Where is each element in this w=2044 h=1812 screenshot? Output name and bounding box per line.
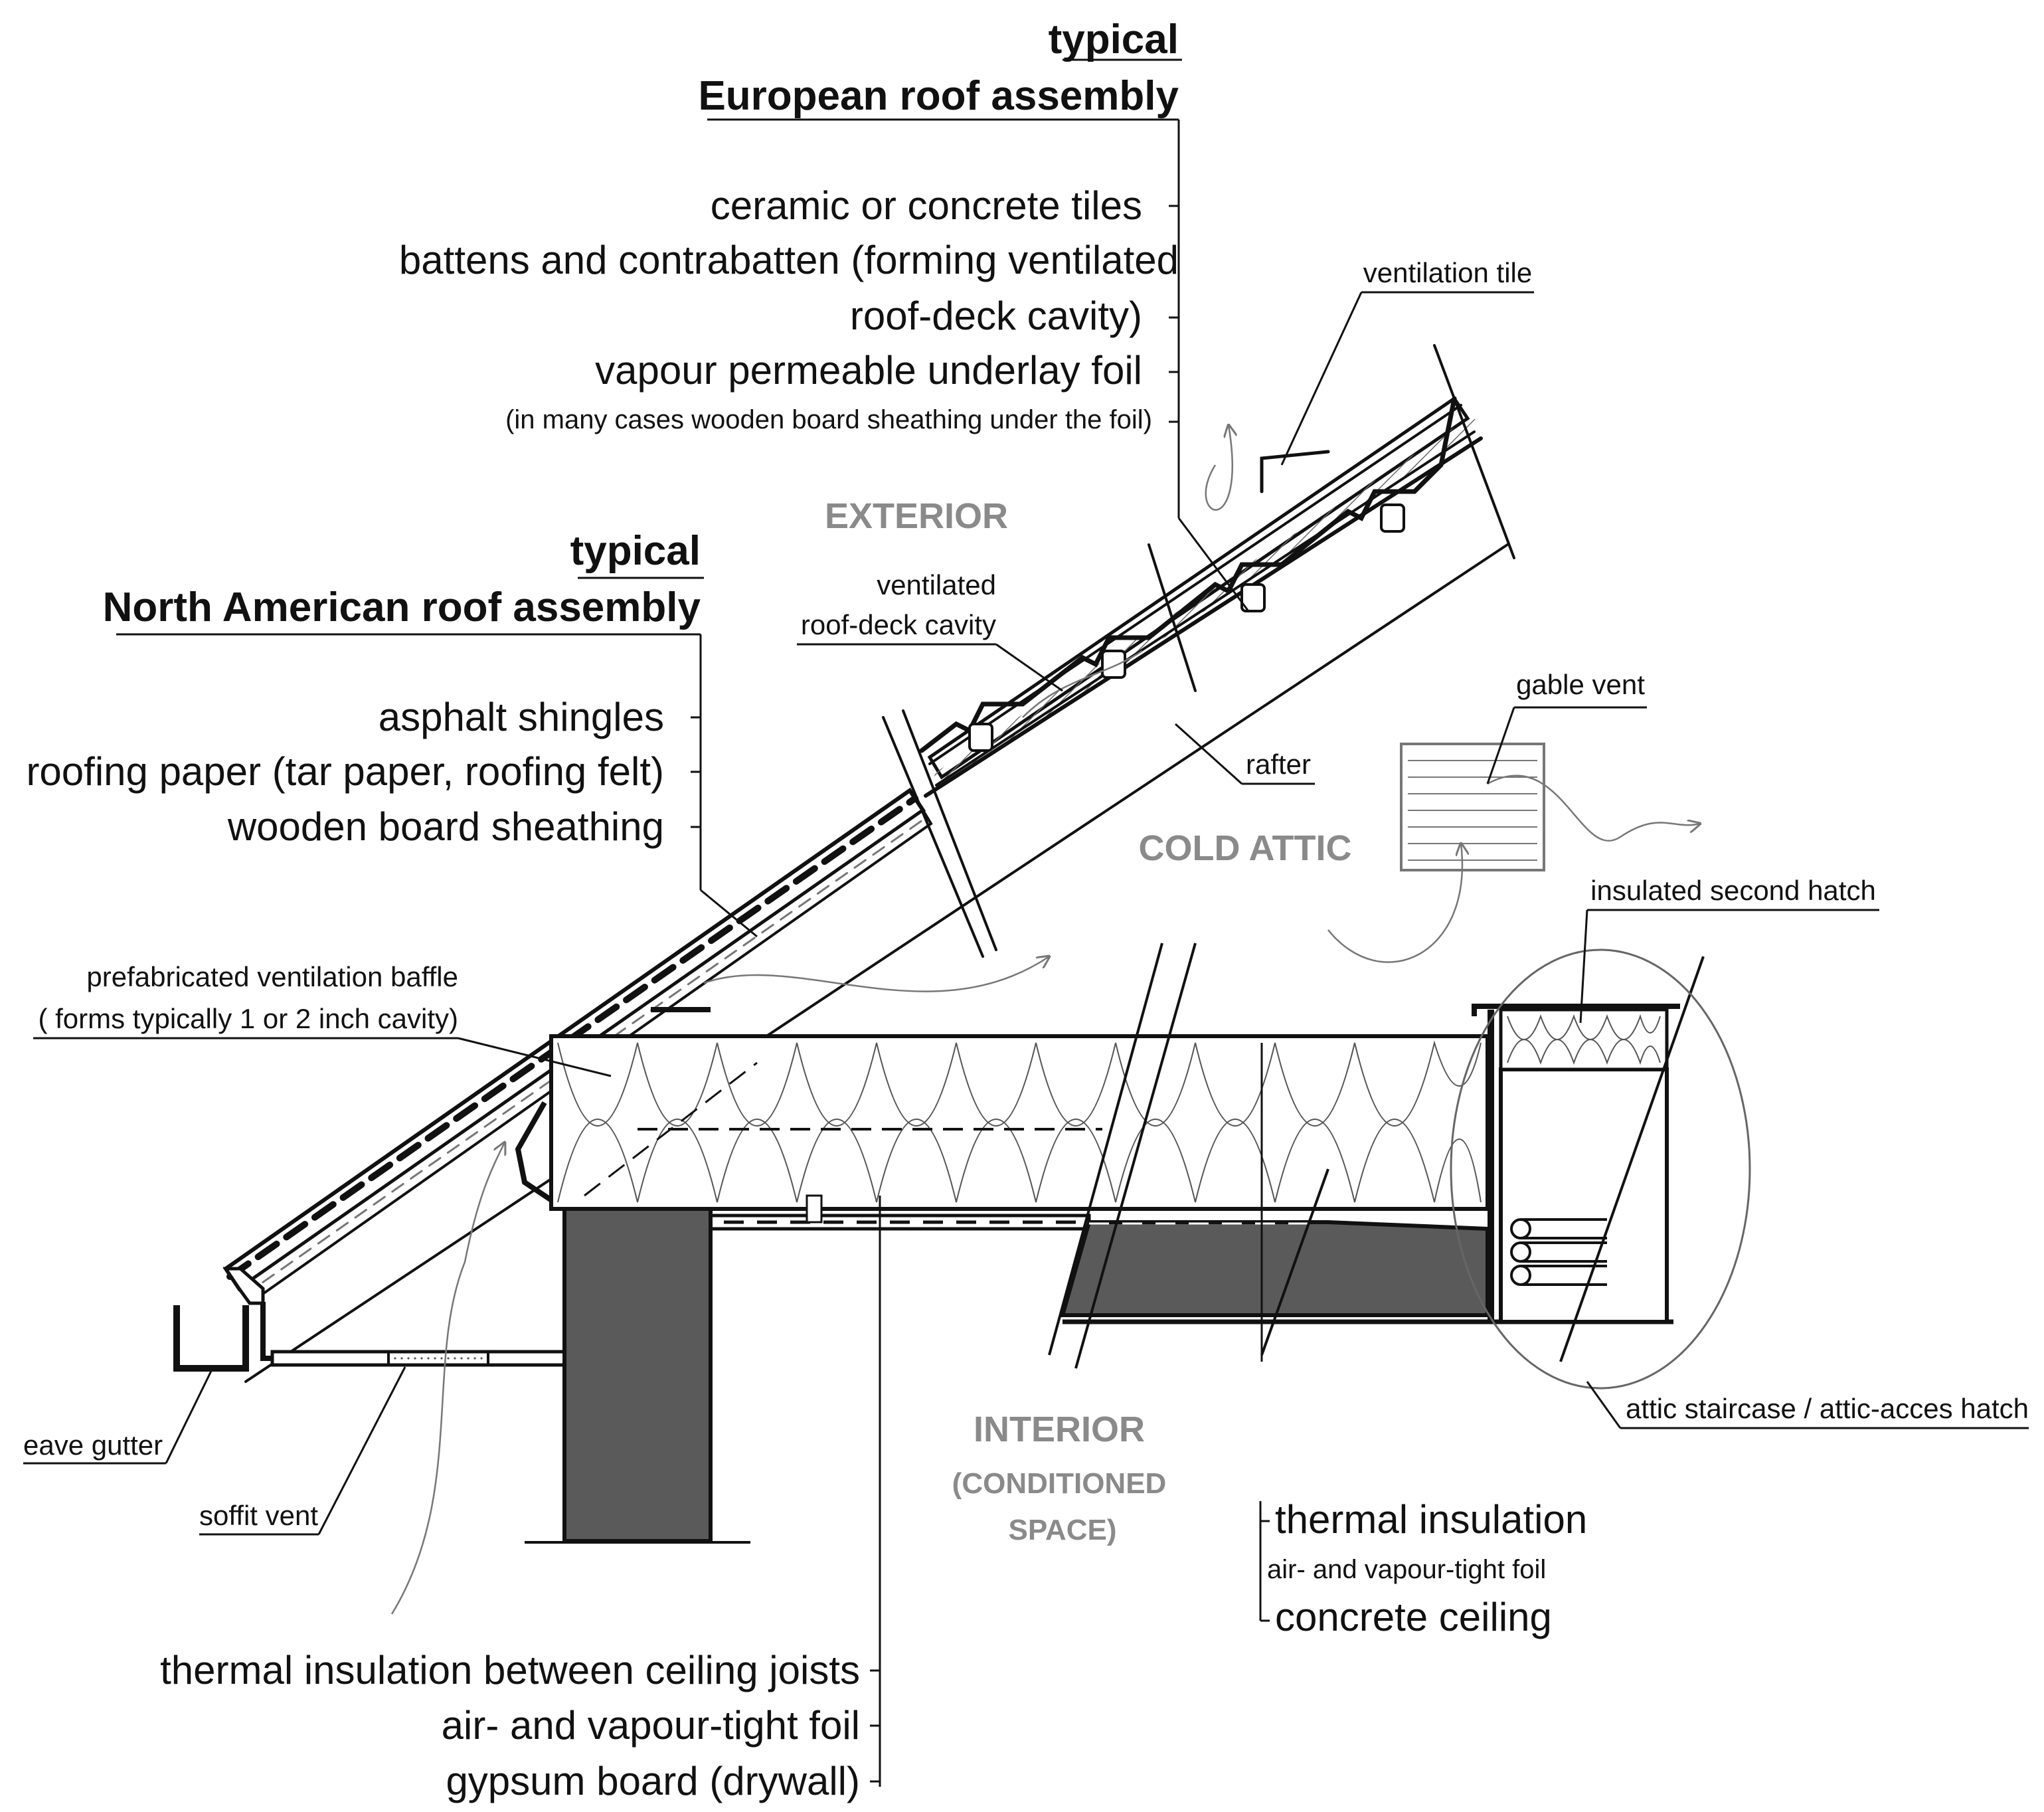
eave-details xyxy=(173,1007,711,1372)
european-layer-cavity: roof-deck cavity) xyxy=(850,294,1142,338)
component-labels: ventilation tile ventilated roof-deck ca… xyxy=(23,257,2029,1531)
zone-interior-sub-1: (CONDITIONED xyxy=(952,1467,1167,1500)
european-title-2: European roof assembly xyxy=(698,73,1179,119)
vapour-foil xyxy=(924,436,1483,798)
label-ventilation-tile: ventilation tile xyxy=(1363,257,1532,288)
label-soffit-vent: soffit vent xyxy=(199,1500,318,1531)
european-layer-note: (in many cases wooden board sheathing un… xyxy=(505,405,1152,434)
label-insulated-hatch: insulated second hatch xyxy=(1590,875,1876,906)
ventilation-tile-shape xyxy=(1260,450,1330,494)
na-layer-sheathing: wooden board sheathing xyxy=(227,804,664,849)
european-assembly-labels: typical European roof assembly ceramic o… xyxy=(399,17,1179,434)
gable-vent-grille xyxy=(1400,743,1545,871)
rafter-line xyxy=(244,543,1509,1383)
na-title-1: typical xyxy=(570,528,701,574)
left-foil: air- and vapour-tight foil xyxy=(442,1703,860,1748)
european-title-1: typical xyxy=(1049,17,1179,62)
na-layer-paper: roofing paper (tar paper, roofing felt) xyxy=(26,749,664,794)
attic-hatch xyxy=(1450,949,1751,1390)
tile-battens xyxy=(968,503,1405,752)
zone-interior-sub-2: SPACE) xyxy=(1009,1514,1117,1546)
underlay-hatch xyxy=(934,418,1478,784)
insulation-between-joists xyxy=(549,1034,1490,1211)
label-rafter: rafter xyxy=(1246,749,1311,780)
left-thermal-insulation: thermal insulation between ceiling joist… xyxy=(160,1648,860,1692)
zone-cold-attic: COLD ATTIC xyxy=(1139,828,1352,868)
ceramic-tiles xyxy=(919,396,1457,753)
label-ventilated-2: roof-deck cavity xyxy=(801,609,996,640)
right-concrete-ceiling: concrete ceiling xyxy=(1275,1595,1552,1639)
right-thermal-insulation: thermal insulation xyxy=(1275,1497,1587,1542)
label-eave-gutter: eave gutter xyxy=(23,1429,163,1461)
fascia xyxy=(260,1302,279,1361)
load-bearing-wall xyxy=(562,1207,713,1543)
na-title-2: North American roof assembly xyxy=(103,585,701,630)
zone-exterior: EXTERIOR xyxy=(825,496,1008,536)
right-foil: air- and vapour-tight foil xyxy=(1267,1555,1546,1584)
soffit-vent-grille xyxy=(387,1350,489,1366)
airflow-arrows xyxy=(390,425,1700,1615)
ceiling-assembly xyxy=(525,943,1673,1544)
european-layer-tiles: ceramic or concrete tiles xyxy=(711,183,1142,228)
concrete-ceiling-slab xyxy=(1060,1220,1490,1317)
folded-staircase xyxy=(1510,1218,1607,1286)
ceiling-left-labels: thermal insulation between ceiling joist… xyxy=(160,1648,860,1803)
detail-circle xyxy=(1450,949,1751,1390)
label-attic-staircase: attic staircase / attic-acces hatch xyxy=(1626,1393,2029,1424)
tile-underlay xyxy=(927,396,1470,780)
label-gable-vent: gable vent xyxy=(1516,669,1645,700)
left-gypsum-board: gypsum board (drywall) xyxy=(446,1759,860,1803)
leader-lines xyxy=(23,58,2029,1787)
north-american-assembly-labels: typical North American roof assembly asp… xyxy=(26,528,701,849)
ceiling-right-labels: thermal insulation air- and vapour-tight… xyxy=(1267,1497,1587,1639)
label-ventilated-1: ventilated xyxy=(877,569,996,600)
na-layer-shingles: asphalt shingles xyxy=(379,695,664,739)
label-baffle-2: ( forms typically 1 or 2 inch cavity) xyxy=(38,1003,458,1034)
european-layer-foil: vapour permeable underlay foil xyxy=(595,348,1142,393)
eave-gutter-shape xyxy=(173,1305,249,1372)
zone-interior: INTERIOR xyxy=(974,1409,1145,1449)
european-layer-battens: battens and contrabatten (forming ventil… xyxy=(399,238,1179,282)
zone-labels: EXTERIOR COLD ATTIC INTERIOR (CONDITIONE… xyxy=(825,496,1352,1546)
label-baffle-1: prefabricated ventilation baffle xyxy=(86,961,458,992)
insulation-loops xyxy=(557,1040,1482,1203)
